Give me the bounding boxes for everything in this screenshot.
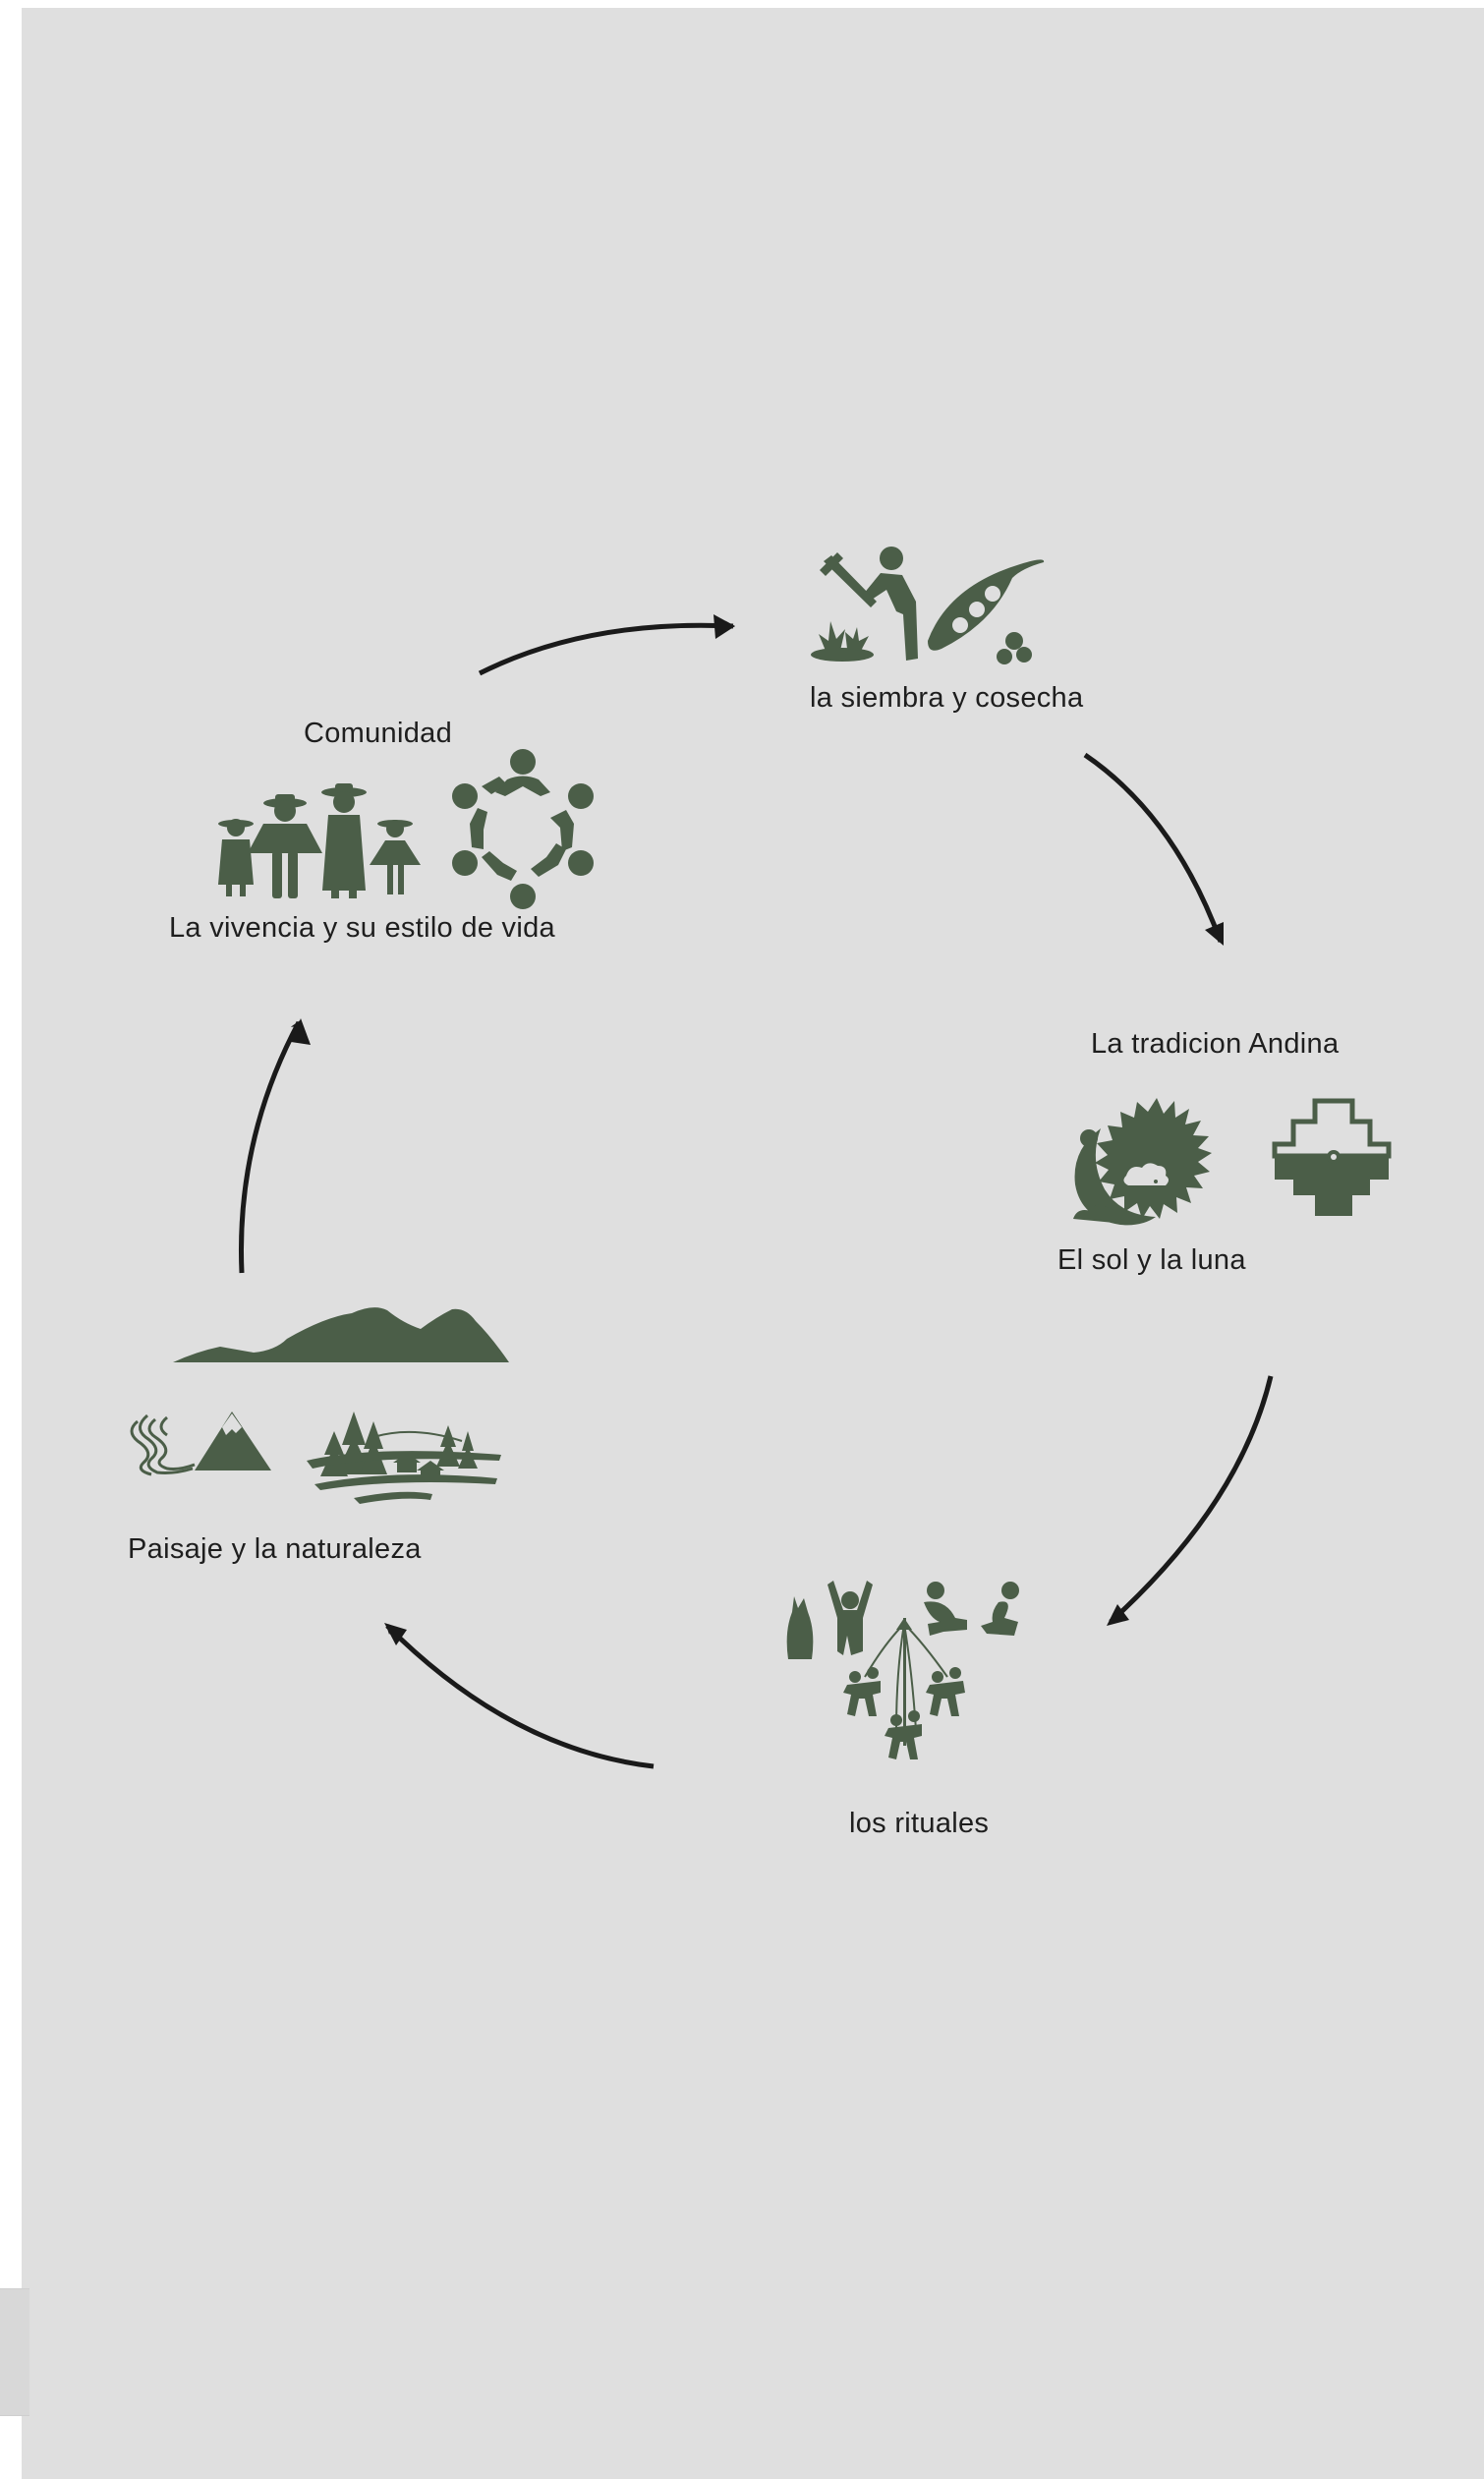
arrow-siembra-to-tradicion xyxy=(1083,752,1224,944)
pea-pod-icon xyxy=(928,559,1045,664)
rituales-label: los rituales xyxy=(849,1808,990,1839)
arrowhead-3 xyxy=(1107,1604,1129,1626)
paisaje-label: Paisaje y la naturaleza xyxy=(128,1533,422,1565)
tradicion-title: La tradicion Andina xyxy=(1091,1028,1340,1060)
maypole-dance-icon xyxy=(843,1618,965,1759)
river-icon xyxy=(130,1413,196,1476)
arrowhead-5 xyxy=(291,1018,311,1045)
arrow-paisaje-to-comunidad xyxy=(239,1020,302,1274)
community-circle-icon xyxy=(452,749,594,909)
arrowhead-4 xyxy=(384,1623,407,1645)
farmer-hoe-icon xyxy=(820,547,918,661)
arrow-rituales-to-paisaje xyxy=(385,1624,655,1769)
arrowhead-2 xyxy=(1205,922,1224,946)
forest-village-icon xyxy=(307,1412,501,1504)
mountain-ridge-icon xyxy=(173,1307,509,1362)
sun-moon-icon xyxy=(1073,1098,1212,1226)
arrowhead-1 xyxy=(713,614,735,639)
comunidad-title: Comunidad xyxy=(304,718,453,749)
diagram-background xyxy=(22,8,1484,2479)
mountain-peak-icon xyxy=(195,1412,271,1470)
seedlings-icon xyxy=(811,621,874,662)
side-tab[interactable] xyxy=(0,2288,29,2416)
comunidad-label: La vivencia y su estilo de vida xyxy=(169,912,555,944)
siembra-label: la siembra y cosecha xyxy=(810,682,1084,714)
ritual-figures-icon xyxy=(786,1581,1019,1659)
arrow-tradicion-to-rituales xyxy=(1109,1375,1274,1624)
arrow-comunidad-to-siembra xyxy=(478,620,735,676)
tradicion-label: El sol y la luna xyxy=(1057,1244,1246,1276)
chakana-icon xyxy=(1272,1098,1392,1216)
andean-family-icon xyxy=(218,783,421,898)
